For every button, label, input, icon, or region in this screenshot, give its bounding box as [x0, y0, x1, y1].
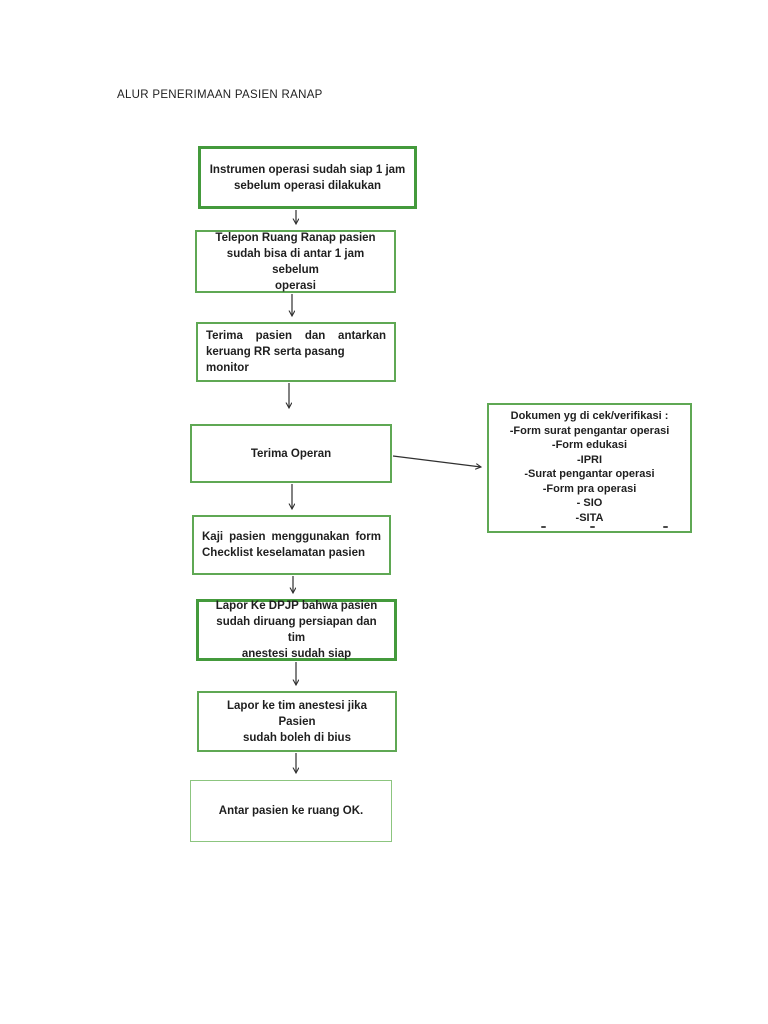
dokumen-item: -SITA: [575, 511, 604, 524]
arrow-terima-operan-to-dokumen: [392, 455, 481, 467]
flow-box-line: sudah boleh di bius: [243, 731, 351, 744]
flow-box-line: operasi: [275, 279, 316, 292]
flow-box-dokumen-verifikasi: Dokumen yg di cek/verifikasi : -Form sur…: [487, 403, 692, 533]
dokumen-title: Dokumen yg di cek/verifikasi :: [510, 410, 669, 422]
dokumen-item: -Form surat pengantar operasi: [509, 424, 670, 437]
flow-box-line: Terima pasien dan antarkan: [206, 330, 386, 342]
page-title: ALUR PENERIMAAN PASIEN RANAP: [117, 89, 323, 101]
flow-box-instrumen: Instrumen operasi sudah siap 1 jam sebel…: [198, 146, 417, 209]
flow-box-antar: Antar pasien ke ruang OK.: [190, 780, 392, 842]
flow-box-line: sudah diruang persiapan dan tim: [216, 616, 377, 644]
flow-box-terima-pasien: Terima pasien dan antarkan keruang RR se…: [196, 322, 396, 382]
dokumen-item: - SIO: [576, 497, 603, 509]
flow-box-line: Telepon Ruang Ranap pasien: [215, 231, 376, 244]
dokumen-item: -IPRI: [576, 453, 603, 466]
flow-box-line: keruang RR serta pasang monitor: [206, 346, 345, 374]
dokumen-item: -Form edukasi: [551, 439, 628, 451]
flow-box-line: Antar pasien ke ruang OK.: [218, 805, 364, 817]
clipped-text-remnant: [489, 526, 690, 529]
flow-box-line: Lapor Ke DPJP bahwa pasien: [215, 600, 378, 612]
flow-box-line: anestesi sudah siap: [241, 648, 352, 660]
dokumen-item: -Surat pengantar operasi: [524, 468, 655, 480]
flow-box-line: Checklist keselamatan pasien: [202, 547, 365, 559]
flow-box-line: sudah bisa di antar 1 jam sebelum: [226, 247, 365, 276]
flow-box-lapor-anestesi: Lapor ke tim anestesi jika Pasien sudah …: [197, 691, 397, 752]
flow-box-line: sebelum operasi dilakukan: [233, 179, 381, 192]
flow-box-terima-operan: Terima Operan: [190, 424, 392, 483]
flow-box-line: Lapor ke tim anestesi jika Pasien: [227, 699, 367, 728]
dokumen-item: -Form pra operasi: [542, 482, 637, 495]
flow-box-line: Kaji pasien menggunakan form: [202, 531, 381, 543]
flow-box-lapor-dpjp: Lapor Ke DPJP bahwa pasien sudah diruang…: [196, 599, 397, 661]
flow-box-kaji: Kaji pasien menggunakan form Checklist k…: [192, 515, 391, 575]
flow-box-telepon: Telepon Ruang Ranap pasien sudah bisa di…: [195, 230, 396, 293]
flow-box-line: Terima Operan: [250, 447, 332, 460]
flow-box-line: Instrumen operasi sudah siap 1 jam: [209, 163, 406, 176]
